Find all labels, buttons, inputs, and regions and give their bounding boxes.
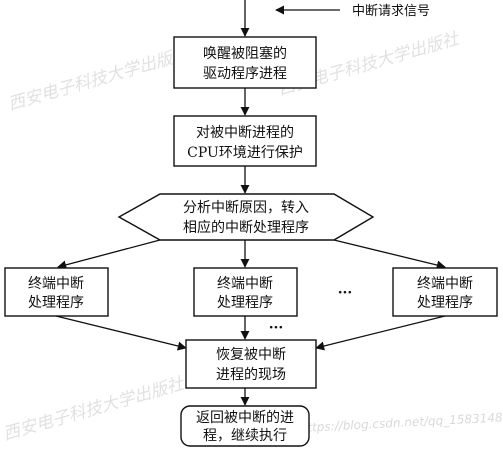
watermark-publisher-1: 西安电子科技大学出版社: [6, 43, 193, 114]
node-return-process-line-2: 程，继续执行: [203, 427, 287, 444]
watermark-publisher-3: 西安电子科技大学出版社: [1, 373, 188, 444]
node-restore-scene-line-2: 进程的现场: [216, 367, 286, 383]
node-handler-2-line-2: 处理程序: [217, 295, 273, 311]
node-restore-scene: 恢复被中断 进程的现场: [185, 339, 317, 389]
node-analyze-cause-line-2: 相应的中断处理程序: [183, 219, 309, 236]
node-handler-1-line-1: 终端中断: [28, 276, 84, 292]
node-handler-3-line-2: 处理程序: [417, 295, 473, 311]
node-return-process: 返回被中断的进 程，继续执行: [180, 405, 310, 447]
arrow-analyze-to-handler-4: [333, 239, 446, 270]
node-handler-2: 终端中断 处理程序: [193, 267, 298, 317]
node-wake-driver: 唤醒被阻塞的 驱动程序进程: [173, 36, 317, 89]
watermark-url: https://blog.csdn.net/qq_1583148461237: [299, 408, 503, 435]
node-handler-3-line-1: 终端中断: [417, 276, 473, 292]
node-handler-1: 终端中断 处理程序: [4, 267, 109, 317]
node-wake-driver-line-2: 驱动程序进程: [203, 66, 287, 82]
node-analyze-cause: 分析中断原因，转入 相应的中断处理程序: [117, 193, 375, 241]
arrow-handler-1-to-restore: [55, 315, 187, 351]
node-handler-2-line-1: 终端中断: [217, 276, 273, 292]
arrow-handler-3-to-restore: [315, 315, 446, 351]
node-handler-1-line-2: 处理程序: [28, 295, 84, 311]
node-restore-scene-line-1: 恢复被中断: [216, 346, 286, 363]
node-protect-cpu-line-2: CPU环境进行保护: [187, 145, 303, 161]
arrow-analyze-to-handler-1: [57, 239, 161, 270]
node-handler-3: 终端中断 处理程序: [392, 267, 498, 317]
ellipsis-arrows: ···: [269, 320, 284, 336]
node-protect-cpu: 对被中断进程的 CPU环境进行保护: [173, 115, 317, 167]
interrupt-signal-label: 中断请求信号: [352, 4, 430, 19]
node-wake-driver-line-1: 唤醒被阻塞的: [203, 45, 287, 62]
ellipsis-handlers: ···: [338, 285, 353, 301]
node-analyze-cause-line-1: 分析中断原因，转入: [183, 200, 309, 216]
node-return-process-line-1: 返回被中断的进: [196, 410, 294, 426]
node-protect-cpu-line-1: 对被中断进程的: [196, 125, 294, 141]
